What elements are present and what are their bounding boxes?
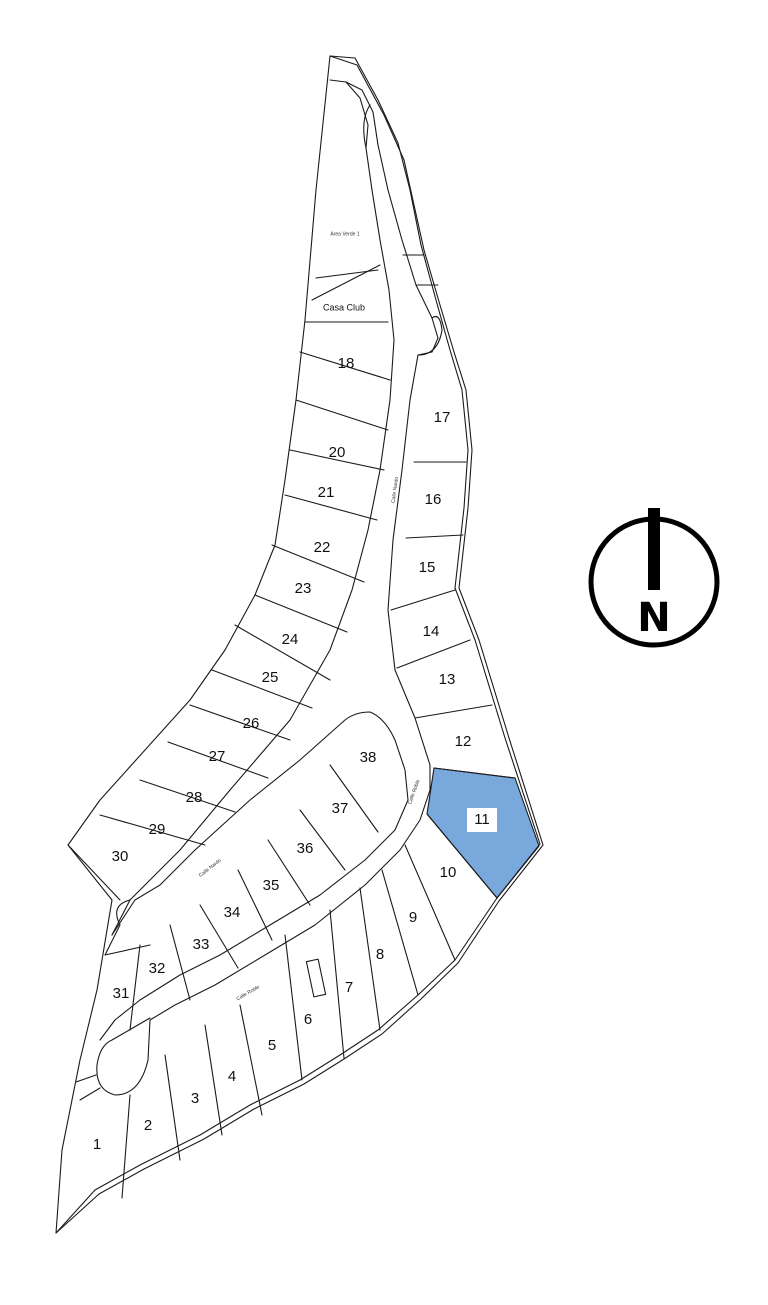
lot-label-18: 18	[338, 355, 355, 372]
north-arrow-icon: N	[588, 508, 720, 648]
lot-label-14: 14	[423, 623, 440, 640]
north-letter: N	[637, 595, 670, 641]
lot-label-13: 13	[439, 671, 456, 688]
lot-label-17: 17	[434, 409, 451, 426]
road-top-bulb	[417, 315, 443, 356]
lot-label-11: 11	[474, 811, 490, 828]
lot-label-27: 27	[209, 748, 226, 765]
lot-label-36: 36	[297, 840, 314, 857]
lot-label-6: 6	[304, 1011, 312, 1028]
lot-label-34: 34	[224, 904, 241, 921]
lot-label-37: 37	[332, 800, 349, 817]
lot-label-30: 30	[112, 848, 129, 865]
street-label-4: Calle Roble	[235, 984, 261, 1002]
road-east-edge	[345, 81, 439, 766]
lot-label-15: 15	[419, 559, 436, 576]
street-label-2: Calle Roble	[407, 779, 422, 806]
lot-label-38: 38	[360, 749, 377, 766]
lot-label-29: 29	[149, 821, 166, 838]
lot-label-24: 24	[282, 631, 299, 648]
inner-road-upper-edge	[104, 899, 131, 956]
lot-labels: 1 2 3 4 5 6 7 8 9 10 11 12 13 14 15 16 1…	[93, 231, 497, 1153]
lot-label-1: 1	[93, 1136, 101, 1153]
lot-label-12: 12	[455, 733, 472, 750]
lot-lines-east	[390, 254, 516, 779]
boundary-double-line-south	[55, 900, 500, 1234]
lot-lines-inner	[104, 764, 379, 1031]
lot-label-8: 8	[376, 946, 384, 963]
lot-label-16: 16	[425, 491, 442, 508]
lot-label-26: 26	[243, 715, 260, 732]
street-label-3: Calle Nardo	[198, 858, 223, 879]
boundary-double-line	[329, 55, 544, 902]
lot-label-25: 25	[262, 669, 279, 686]
development-boundary	[55, 55, 541, 1234]
lot-label-22: 22	[314, 539, 331, 556]
inner-road-upper	[111, 711, 396, 936]
lot-11-label-bg	[467, 808, 497, 832]
inner-road-outer	[96, 764, 431, 1096]
lot-label-31: 31	[113, 985, 130, 1002]
lot-label-4: 4	[228, 1068, 236, 1085]
lot-label-32: 32	[149, 960, 166, 977]
lot-label-21: 21	[318, 484, 335, 501]
lot-label-7: 7	[345, 979, 353, 996]
lot-label-5: 5	[268, 1037, 276, 1054]
lot-label-35: 35	[263, 877, 280, 894]
area-verde-label: Area Verde 1	[330, 231, 359, 237]
lot-label-33: 33	[193, 936, 210, 953]
street-label-1: Calle Nardo	[391, 476, 401, 503]
lot-label-20: 20	[329, 444, 346, 461]
road-west-edge	[111, 79, 395, 936]
lot-label-9: 9	[409, 909, 417, 926]
lot-lines-south	[75, 813, 498, 1199]
lot-label-2: 2	[144, 1117, 152, 1134]
lot-label-28: 28	[186, 789, 203, 806]
lot-lines-west	[67, 264, 391, 901]
inner-road-inner	[99, 739, 409, 1041]
lot-label-23: 23	[295, 580, 312, 597]
casa-club-label: Casa Club	[323, 302, 365, 312]
lot-label-3: 3	[191, 1090, 199, 1107]
road-culdesac-top	[363, 104, 371, 149]
lot-label-10: 10	[440, 864, 457, 881]
